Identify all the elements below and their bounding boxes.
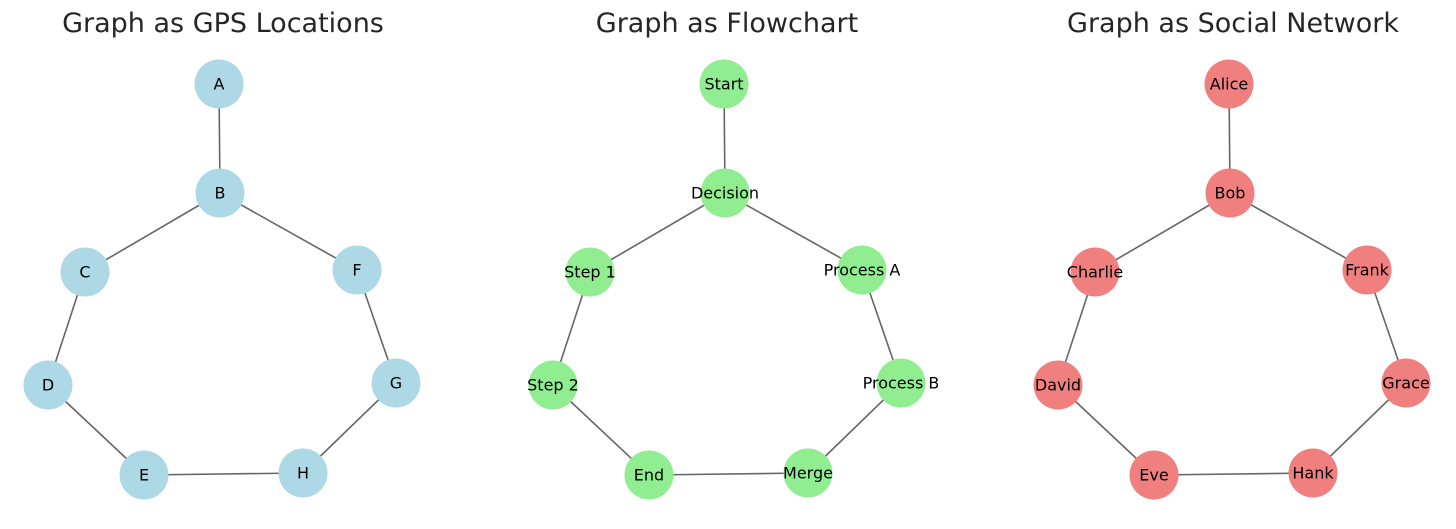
edge-end-merge <box>648 472 809 476</box>
node-a <box>194 59 244 109</box>
node-alice <box>1204 59 1254 109</box>
node-bob <box>1205 168 1255 218</box>
edge-eve-hank <box>1153 472 1314 476</box>
nodes-social <box>1033 59 1431 500</box>
node-e <box>119 450 169 500</box>
node-start <box>699 59 749 109</box>
node-label-process-a: Process A <box>824 261 901 280</box>
node-label-h: H <box>297 464 309 483</box>
node-label-frank: Frank <box>1345 261 1390 280</box>
node-g <box>371 358 421 408</box>
node-label-merge: Merge <box>783 464 833 483</box>
edge-b-c <box>84 192 221 273</box>
edge-bob-charlie <box>1094 192 1231 273</box>
node-grace <box>1381 358 1431 408</box>
node-charlie <box>1070 247 1120 297</box>
nodes-gps <box>23 59 421 500</box>
edge-b-f <box>219 192 358 271</box>
node-label-start: Start <box>704 75 743 94</box>
node-b <box>195 168 245 218</box>
node-label-eve: Eve <box>1139 466 1168 485</box>
edge-decision-step-1 <box>589 192 726 273</box>
node-merge <box>783 448 833 498</box>
node-label-charlie: Charlie <box>1067 263 1123 282</box>
edge-e-h <box>143 472 304 476</box>
node-label-a: A <box>214 75 225 94</box>
panel-title-gps: Graph as GPS Locations <box>62 8 384 39</box>
node-d <box>23 360 73 410</box>
node-step-1 <box>565 247 615 297</box>
node-label-step-2: Step 2 <box>527 376 579 395</box>
node-step-2 <box>528 360 578 410</box>
panel-title-flowchart: Graph as Flowchart <box>596 8 858 39</box>
edge-bob-frank <box>1229 192 1368 271</box>
node-label-alice: Alice <box>1210 75 1248 94</box>
node-label-b: B <box>215 184 226 203</box>
node-label-decision: Decision <box>691 184 759 203</box>
node-label-e: E <box>139 466 149 485</box>
node-label-step-1: Step 1 <box>564 263 616 282</box>
node-label-g: G <box>390 374 402 393</box>
node-h <box>278 448 328 498</box>
node-f <box>332 245 382 295</box>
node-label-david: David <box>1035 376 1081 395</box>
node-label-bob: Bob <box>1215 184 1246 203</box>
node-eve <box>1129 450 1179 500</box>
edge-decision-process-a <box>724 192 863 271</box>
node-decision <box>700 168 750 218</box>
node-label-d: D <box>42 376 54 395</box>
panel-title-social: Graph as Social Network <box>1067 8 1399 39</box>
node-label-grace: Grace <box>1382 374 1429 393</box>
node-label-c: C <box>79 263 90 282</box>
node-frank <box>1342 245 1392 295</box>
panel-gps: Graph as GPS Locations A B C F D G E H <box>23 8 421 500</box>
nodes-flowchart <box>528 59 926 500</box>
node-end <box>624 450 674 500</box>
node-c <box>60 247 110 297</box>
node-label-f: F <box>352 261 361 280</box>
node-label-end: End <box>634 466 664 485</box>
graph-gps: A B C F D G E H <box>23 59 421 500</box>
node-david <box>1033 360 1083 410</box>
node-process-a <box>837 245 887 295</box>
node-hank <box>1288 448 1338 498</box>
node-process-b <box>876 358 926 408</box>
node-label-process-b: Process B <box>863 374 940 393</box>
node-label-hank: Hank <box>1292 464 1334 483</box>
labels-gps: A B C F D G E H <box>42 75 402 485</box>
